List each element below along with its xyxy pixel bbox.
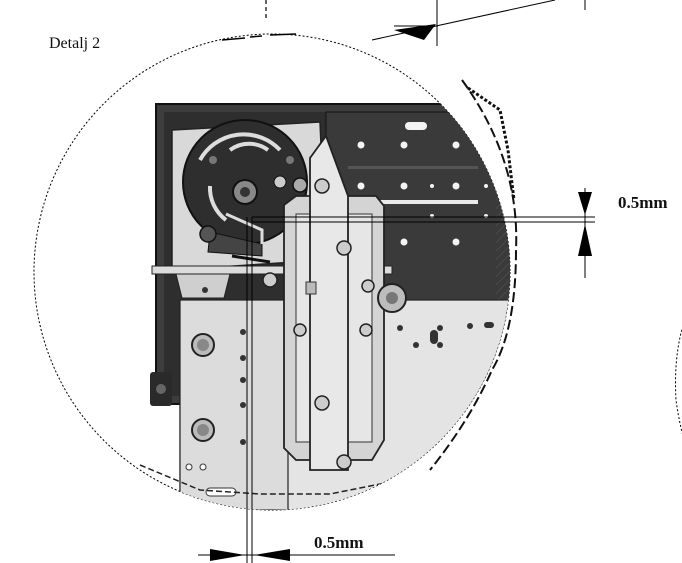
- outer-boundary-arc: [429, 79, 518, 471]
- dimension-arrow-right: [210, 549, 245, 561]
- guide-rail: [262, 134, 385, 471]
- horizontal-dimension: [198, 217, 395, 563]
- vertical-dimension: [252, 188, 595, 278]
- detail-label: Detalj 2: [49, 35, 100, 52]
- neighbor-detail-arc: [675, 327, 682, 435]
- vertical-dimension-label: 0.5mm: [618, 193, 668, 212]
- dimension-arrow-down: [578, 192, 592, 215]
- mechanism-drawing: [139, 103, 510, 510]
- dimension-arrow-left: [254, 549, 290, 561]
- horizontal-dimension-label: 0.5mm: [314, 533, 364, 552]
- top-reference-lines: [221, 0, 586, 46]
- dimension-arrow-up: [578, 224, 592, 256]
